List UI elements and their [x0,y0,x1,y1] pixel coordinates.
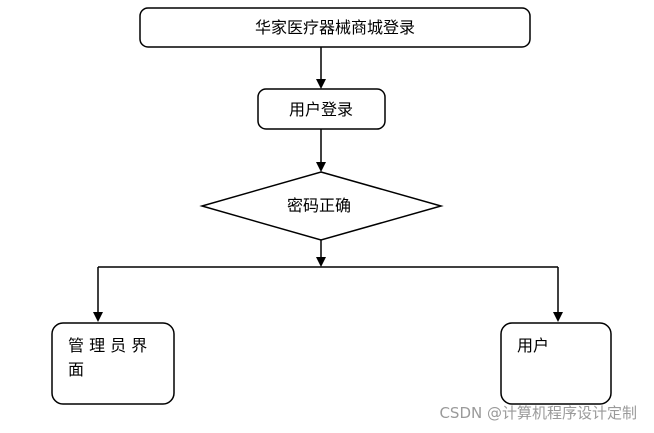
arrow-decision-down-head [316,257,326,267]
login-node-label: 用户登录 [289,100,353,119]
title-node: 华家医疗器械商城登录 [139,7,531,48]
title-node-box [139,7,531,48]
arrow-title-to-login-head [316,79,326,89]
admin-node-box [51,322,175,405]
arrow-to-user-head [553,312,563,322]
decision-node: 密码正确 [199,171,444,241]
title-node-label: 华家医疗器械商城登录 [255,18,415,37]
arrow-to-user [553,267,563,322]
arrow-login-to-decision [316,129,326,172]
arrow-to-admin-head [93,312,103,322]
watermark-text: CSDN @计算机程序设计定制 [439,404,637,422]
user-node-label: 用户 [517,336,549,355]
arrow-login-to-decision-head [316,162,326,172]
admin-node-label-line1: 管 理 员 界 [68,336,147,355]
login-node: 用户登录 [257,88,386,130]
decision-node-label: 密码正确 [287,196,351,215]
user-node-box [500,322,612,405]
arrow-to-admin [93,267,103,322]
admin-node-label-line2: 面 [68,360,84,379]
arrow-title-to-login [316,47,326,89]
user-node: 用户 [500,322,612,405]
arrow-decision-down [316,240,326,267]
admin-node: 管 理 员 界 面 [51,322,175,405]
